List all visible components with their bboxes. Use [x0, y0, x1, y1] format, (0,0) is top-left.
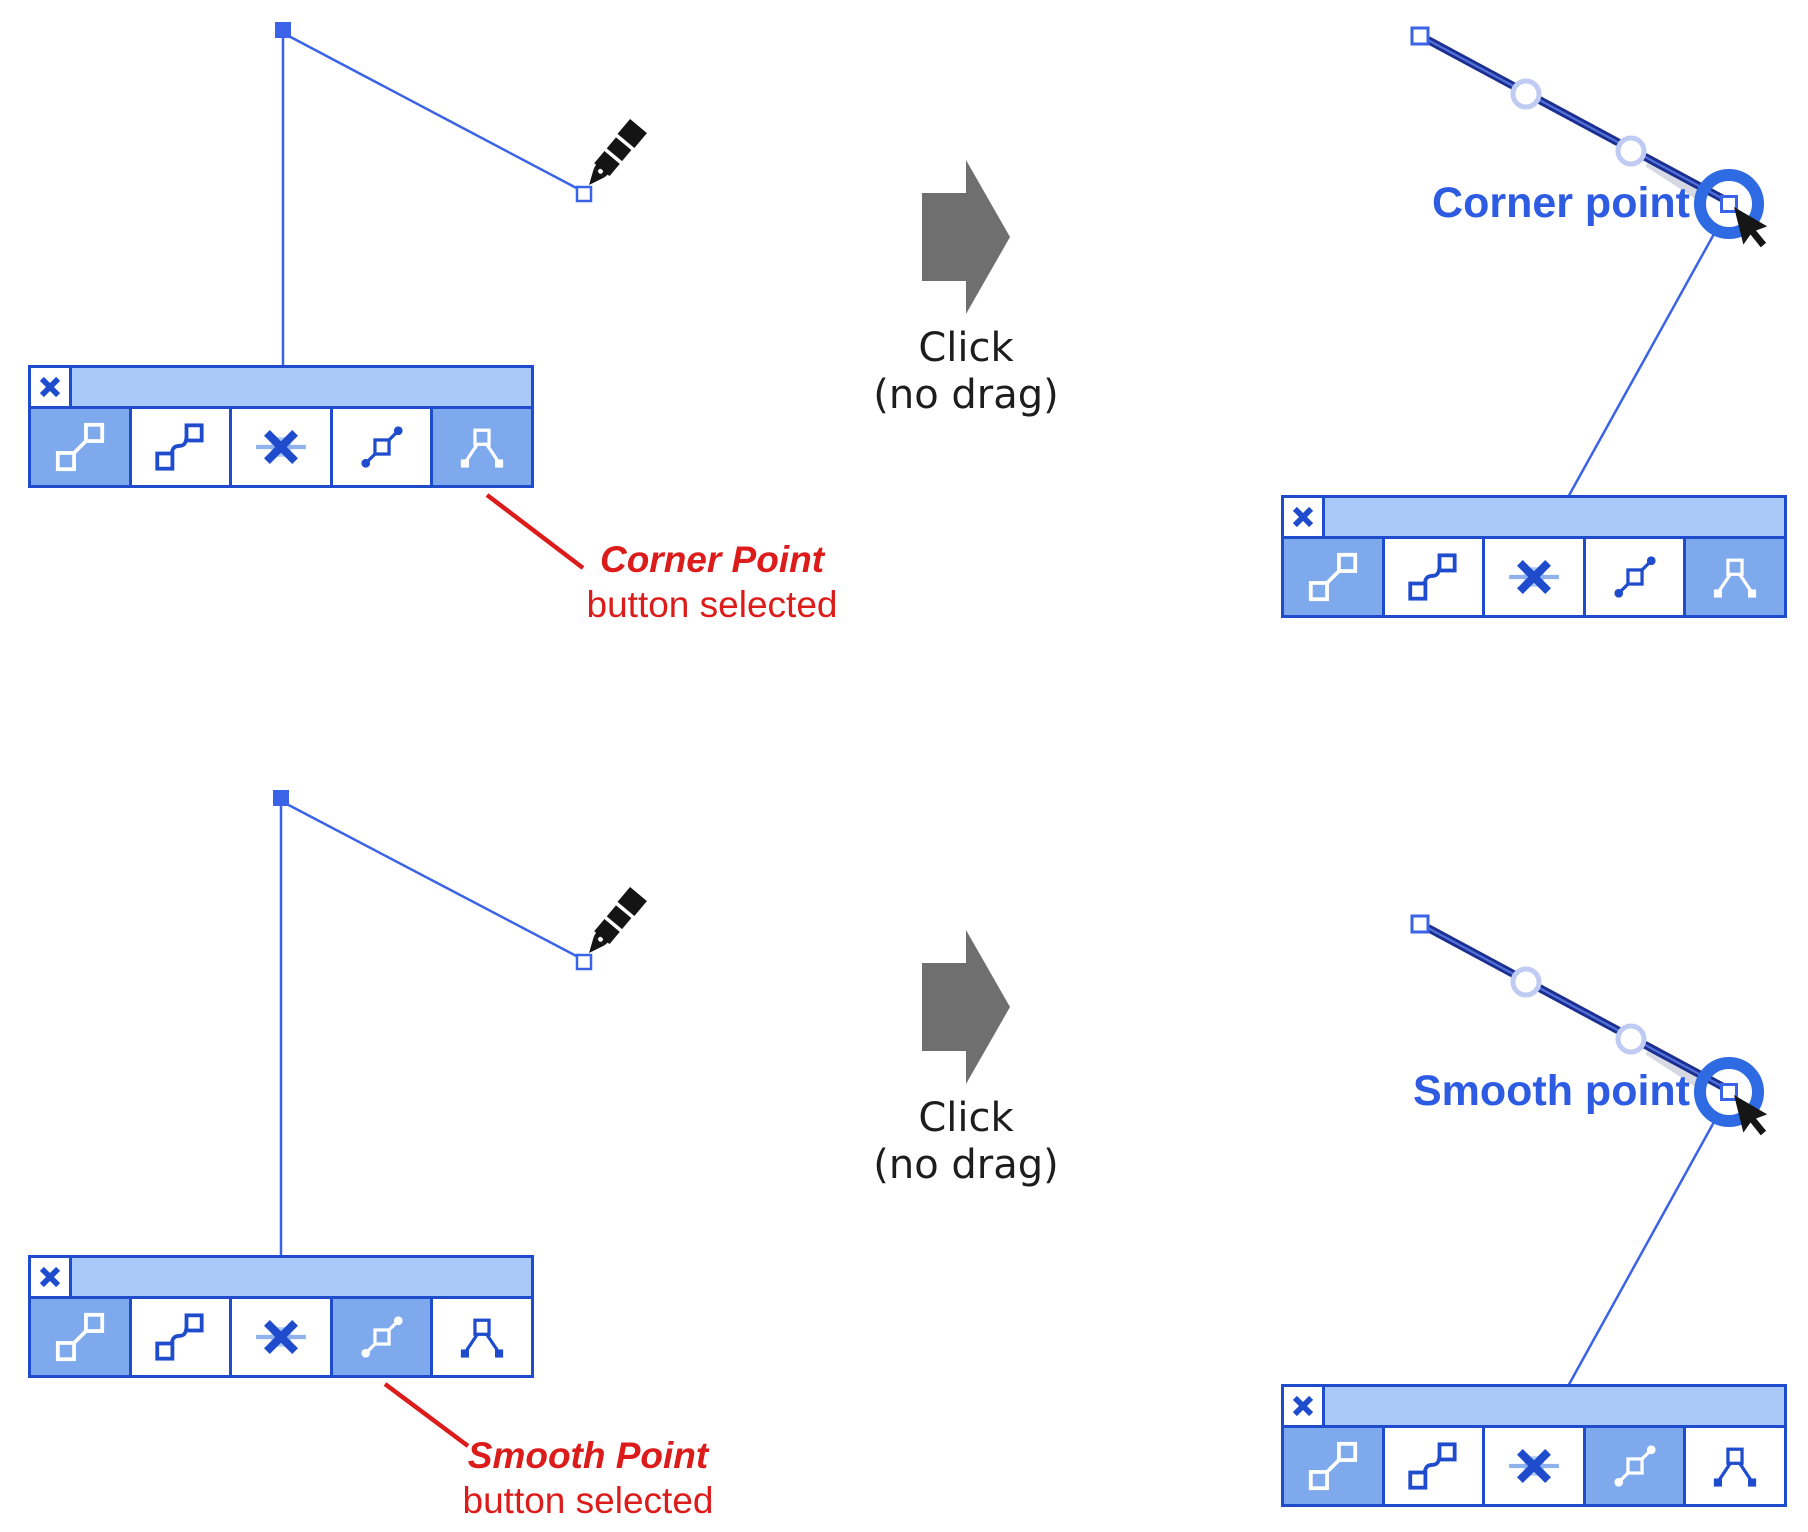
- close-button[interactable]: [1284, 498, 1325, 536]
- line-segment-icon: [1307, 551, 1359, 603]
- annotation-leader-smooth: [383, 1382, 470, 1448]
- smooth-point-label: Smooth point: [1412, 1067, 1690, 1115]
- path-result-corner: [1410, 26, 1772, 500]
- corner-point-label: Corner point: [1432, 179, 1690, 227]
- corner-annotation: Corner Point button selected: [587, 537, 838, 627]
- click-line: Click: [918, 1095, 1014, 1141]
- delete-segment-icon: [1508, 1440, 1560, 1492]
- curve-segment-button[interactable]: [131, 1299, 233, 1375]
- line-segment-button[interactable]: [31, 409, 132, 485]
- line-segment-button[interactable]: [1284, 1428, 1385, 1504]
- anchor-node-solid: [273, 790, 289, 806]
- annotation-line2: button selected: [586, 584, 838, 625]
- close-icon: [37, 374, 63, 400]
- toolbar-title-area: [1325, 1387, 1784, 1425]
- anchor-node-hollow: [1410, 26, 1430, 46]
- toolbar-title-area: [1325, 498, 1784, 536]
- smooth-point-icon: [1609, 1440, 1661, 1492]
- path-in-progress-top-left: [275, 22, 647, 368]
- line-segment-icon: [54, 421, 106, 473]
- right-arrow: [922, 160, 1010, 314]
- curve-segment-icon: [154, 421, 206, 473]
- delete-segment-button[interactable]: [232, 1299, 333, 1375]
- annotation-leader-corner: [485, 493, 585, 570]
- toolbar-titlebar[interactable]: [1284, 1387, 1784, 1428]
- smooth-point-button[interactable]: [332, 1299, 434, 1375]
- anchor-node-hollow: [575, 953, 593, 971]
- path-result-smooth: [1410, 914, 1772, 1389]
- no-drag-line: (no drag): [873, 1142, 1059, 1188]
- smooth-point-button[interactable]: [332, 409, 434, 485]
- smooth-point-button[interactable]: [1585, 1428, 1687, 1504]
- corner-point-button[interactable]: [1686, 539, 1784, 615]
- toolbar-title-area: [72, 1258, 531, 1296]
- corner-point-button[interactable]: [433, 1299, 531, 1375]
- corner-point-icon: [456, 1311, 508, 1363]
- delete-segment-icon: [1508, 551, 1560, 603]
- annotation-line1: Corner Point: [599, 539, 825, 580]
- handle-node: [1615, 1023, 1647, 1055]
- click-line: Click: [918, 325, 1014, 371]
- delete-segment-button[interactable]: [232, 409, 333, 485]
- new-smooth-node: [1720, 1083, 1738, 1101]
- path-in-progress-bottom-left: [273, 790, 647, 1258]
- click-no-drag-bottom: Click (no drag): [873, 1095, 1059, 1189]
- curve-segment-icon: [154, 1311, 206, 1363]
- close-button[interactable]: [31, 368, 72, 406]
- node-toolbar-top-left: [28, 365, 534, 488]
- curve-segment-button[interactable]: [1384, 539, 1486, 615]
- curve-segment-icon: [1407, 551, 1459, 603]
- anchor-node-hollow: [1410, 914, 1430, 934]
- smooth-annotation: Smooth Point button selected: [463, 1433, 714, 1523]
- annotation-line1: Smooth Point: [467, 1435, 709, 1476]
- node-toolbar-bottom-right: [1281, 1384, 1787, 1507]
- click-no-drag-top: Click (no drag): [873, 325, 1059, 419]
- curve-segment-icon: [1407, 1440, 1459, 1492]
- pen-cursor: [580, 886, 647, 961]
- line-segment-button[interactable]: [1284, 539, 1385, 615]
- smooth-point-icon: [356, 1311, 408, 1363]
- click-target-ring: [1694, 1057, 1764, 1127]
- close-icon: [37, 1264, 63, 1290]
- toolbar-titlebar[interactable]: [31, 368, 531, 409]
- corner-point-button[interactable]: [433, 409, 531, 485]
- no-drag-line: (no drag): [873, 372, 1059, 418]
- smooth-point-icon: [356, 421, 408, 473]
- line-segment-icon: [1307, 1440, 1359, 1492]
- line-segment-button[interactable]: [31, 1299, 132, 1375]
- handle-node: [1510, 78, 1542, 110]
- node-toolbar-bottom-left: [28, 1255, 534, 1378]
- handle-node: [1510, 966, 1542, 998]
- smooth-point-icon: [1609, 551, 1661, 603]
- corner-point-button[interactable]: [1686, 1428, 1784, 1504]
- close-icon: [1290, 1393, 1316, 1419]
- corner-point-icon: [456, 421, 508, 473]
- pen-cursor: [580, 118, 647, 193]
- corner-point-icon: [1709, 1440, 1761, 1492]
- node-toolbar-top-right: [1281, 495, 1787, 618]
- delete-segment-button[interactable]: [1485, 1428, 1586, 1504]
- corner-point-icon: [1709, 551, 1761, 603]
- anchor-node-hollow: [575, 185, 593, 203]
- close-icon: [1290, 504, 1316, 530]
- right-arrow: [922, 930, 1010, 1084]
- handle-node: [1615, 135, 1647, 167]
- anchor-node-solid: [275, 22, 291, 38]
- line-segment-icon: [54, 1311, 106, 1363]
- delete-segment-button[interactable]: [1485, 539, 1586, 615]
- toolbar-title-area: [72, 368, 531, 406]
- close-button[interactable]: [31, 1258, 72, 1296]
- delete-segment-icon: [255, 1311, 307, 1363]
- annotation-line2: button selected: [462, 1480, 714, 1521]
- toolbar-titlebar[interactable]: [1284, 498, 1784, 539]
- smooth-point-button[interactable]: [1585, 539, 1687, 615]
- new-corner-node: [1720, 195, 1738, 213]
- delete-segment-icon: [255, 421, 307, 473]
- curve-segment-button[interactable]: [1384, 1428, 1486, 1504]
- curve-segment-button[interactable]: [131, 409, 233, 485]
- click-target-ring: [1694, 169, 1764, 239]
- toolbar-titlebar[interactable]: [31, 1258, 531, 1299]
- close-button[interactable]: [1284, 1387, 1325, 1425]
